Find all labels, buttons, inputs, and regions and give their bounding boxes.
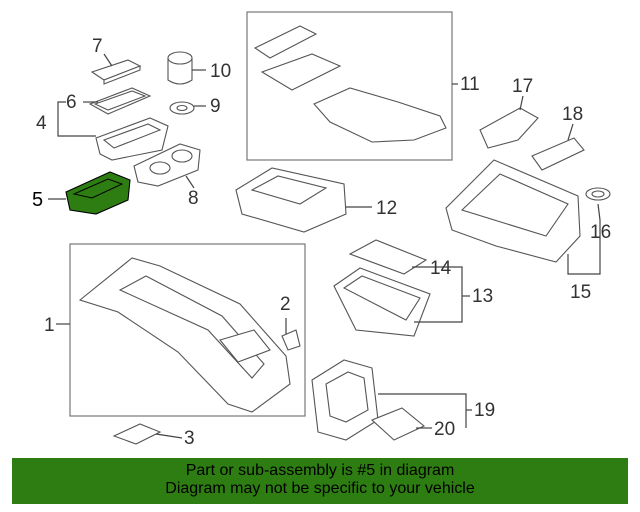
callout-4: 4 <box>36 113 47 134</box>
callout-18: 18 <box>562 104 583 125</box>
part-13-storage <box>333 267 431 337</box>
part-6-mat <box>88 87 152 115</box>
part-9-ring <box>169 101 195 115</box>
part-19-vent <box>311 359 379 441</box>
group-box-11 <box>246 11 453 161</box>
callout-16: 16 <box>590 222 611 243</box>
callout-3: 3 <box>184 428 195 449</box>
callout-5: 5 <box>32 189 43 211</box>
callout-7: 7 <box>92 36 103 57</box>
part-2-clip <box>281 329 301 351</box>
part-7-pad <box>90 59 142 85</box>
callout-2: 2 <box>280 294 291 315</box>
callout-14: 14 <box>430 258 452 279</box>
part-17-bracket <box>479 107 539 149</box>
callout-9: 9 <box>210 96 221 117</box>
part-10-cap <box>167 51 193 85</box>
callout-10: 10 <box>210 61 231 82</box>
part-8-cupholder <box>133 143 201 187</box>
callout-6: 6 <box>66 92 77 113</box>
part-14-mat <box>348 239 428 275</box>
callout-15: 15 <box>570 282 591 303</box>
banner-line-1: Part or sub-assembly is #5 in diagram <box>185 462 455 479</box>
part-15-housing <box>445 159 581 263</box>
part-4-tray <box>95 117 169 161</box>
part-5-highlighted <box>65 171 131 215</box>
part-11-trim <box>253 25 447 143</box>
parts-diagram: 7 6 4 10 9 8 5 11 12 17 18 16 15 14 13 1… <box>32 11 611 449</box>
callout-19: 19 <box>474 400 495 421</box>
callout-1: 1 <box>44 315 55 336</box>
part-12-grille <box>235 167 347 233</box>
callout-13: 13 <box>472 286 493 307</box>
part-18-plate <box>531 137 585 171</box>
banner-line-2: Diagram may not be specific to your vehi… <box>165 480 475 497</box>
part-16-cap <box>585 187 611 201</box>
callout-8: 8 <box>188 188 199 209</box>
part-20-mat <box>370 407 426 441</box>
leader-lines <box>48 53 601 439</box>
part-3-bracket <box>112 423 162 445</box>
callout-12: 12 <box>376 198 397 219</box>
info-banner: Part or sub-assembly is #5 in diagram Di… <box>12 458 628 504</box>
callout-11: 11 <box>460 74 480 95</box>
callout-17: 17 <box>512 76 533 97</box>
callout-20: 20 <box>434 419 455 440</box>
group-box-1 <box>69 243 306 417</box>
part-1-console <box>78 257 291 413</box>
